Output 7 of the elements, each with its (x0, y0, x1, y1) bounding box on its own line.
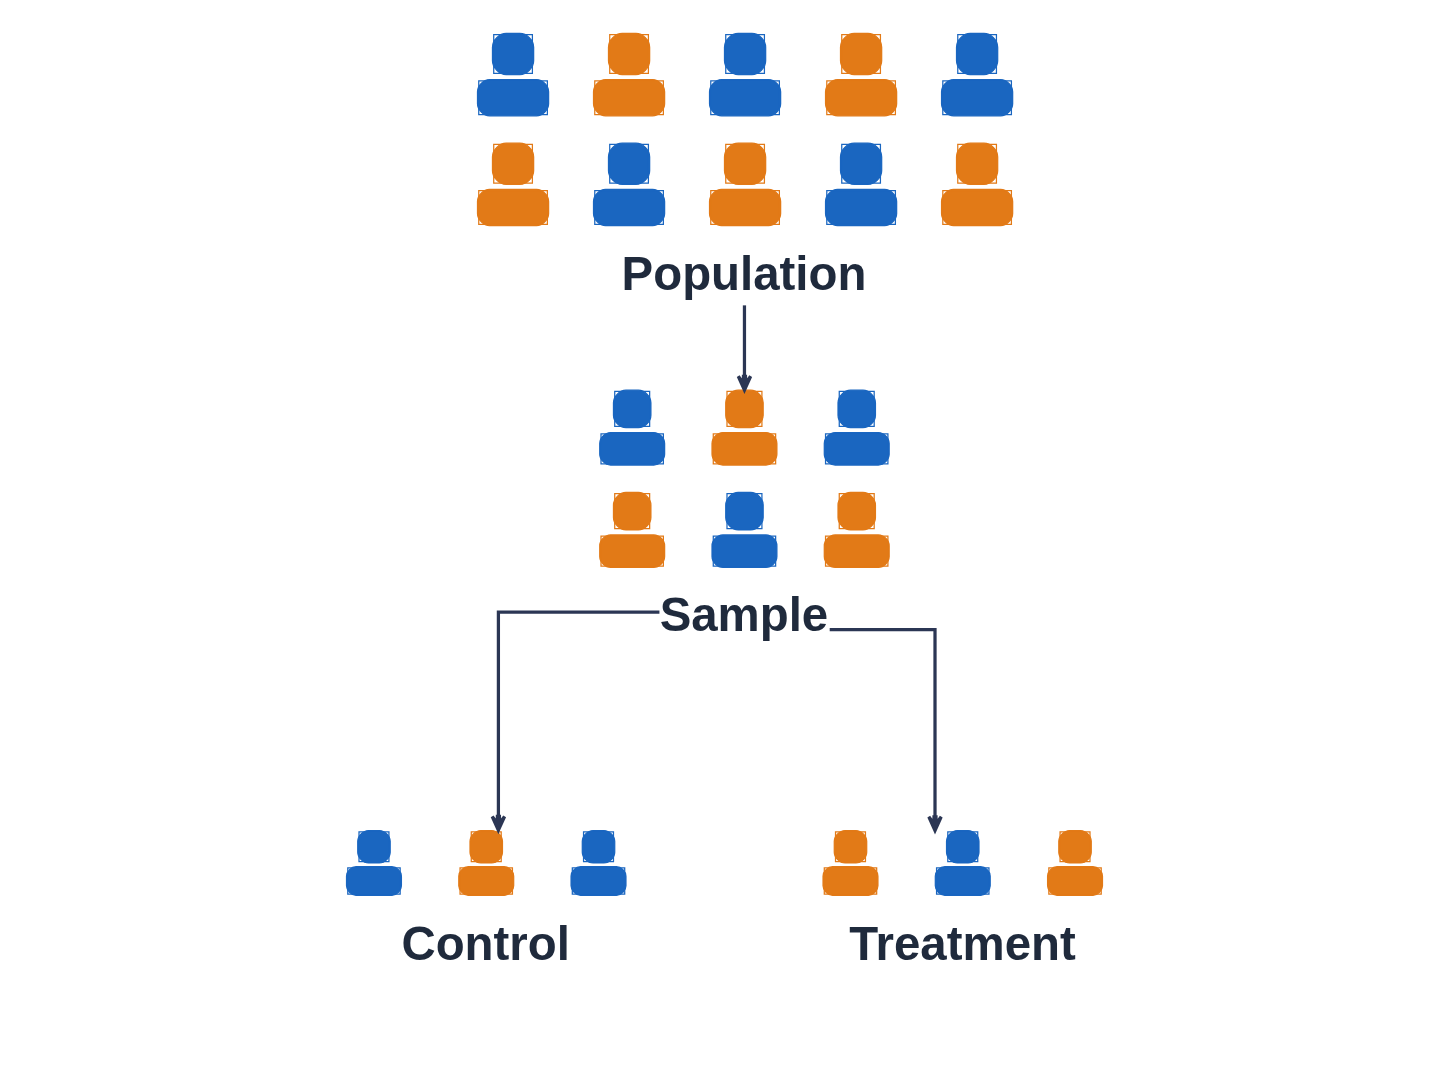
node-text: Control (400, 916, 570, 970)
node-text: Population (621, 246, 866, 300)
arrow (736, 305, 752, 392)
node-text: Treatment (848, 916, 1076, 970)
arrow (490, 610, 659, 832)
arrow (829, 628, 943, 833)
node-text: Sample (659, 588, 828, 642)
